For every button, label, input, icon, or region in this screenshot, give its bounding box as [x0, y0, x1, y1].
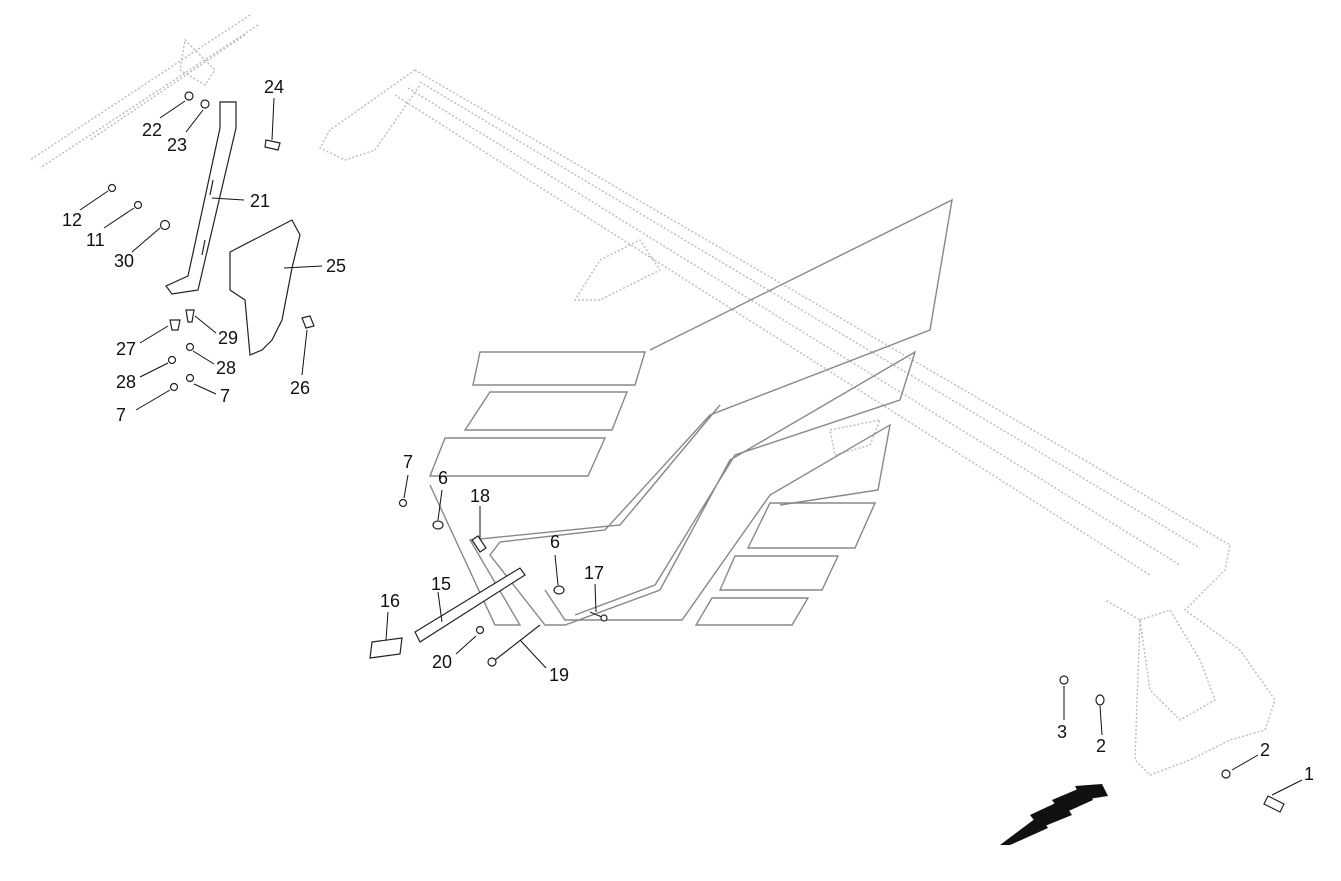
hardware — [107, 91, 1285, 813]
part-18-spring — [471, 535, 487, 553]
part-19-rod — [487, 624, 541, 667]
callout-23: 23 — [167, 135, 187, 155]
callout-26: 26 — [290, 378, 310, 398]
callout-7: 7 — [220, 386, 230, 406]
callout-7: 7 — [403, 452, 413, 472]
direction-arrow — [1000, 784, 1108, 845]
callout-16: 16 — [380, 591, 400, 611]
part-25-shield-plate — [229, 219, 301, 356]
callout-27: 27 — [116, 339, 136, 359]
part-17-bolt — [589, 611, 608, 622]
callout-7: 7 — [116, 405, 126, 425]
callout-12: 12 — [62, 210, 82, 230]
callout-labels: 1 2 2 3 6 6 7 7 7 11 12 15 16 17 18 19 2… — [62, 77, 1314, 784]
part-16-pad — [369, 637, 403, 659]
part-15-link-bar — [414, 567, 526, 643]
callout-3: 3 — [1057, 722, 1067, 742]
callout-29: 29 — [218, 328, 238, 348]
callout-6: 6 — [438, 468, 448, 488]
callout-24: 24 — [264, 77, 284, 97]
callout-30: 30 — [114, 251, 134, 271]
callout-6: 6 — [550, 532, 560, 552]
part-21-support-arm — [165, 101, 237, 295]
side-panels — [428, 198, 953, 626]
callout-1: 1 — [1304, 764, 1314, 784]
header-frame — [319, 69, 1276, 776]
callout-28: 28 — [116, 372, 136, 392]
callout-22: 22 — [142, 120, 162, 140]
callout-11: 11 — [86, 230, 105, 250]
leader-lines — [79, 97, 1303, 796]
callout-21: 21 — [250, 191, 270, 211]
callout-20: 20 — [432, 652, 452, 672]
callout-2: 2 — [1260, 740, 1270, 760]
callout-18: 18 — [470, 486, 490, 506]
callout-28: 28 — [216, 358, 236, 378]
callout-2: 2 — [1096, 736, 1106, 756]
callout-15: 15 — [431, 574, 451, 594]
callout-19: 19 — [549, 665, 569, 685]
callout-25: 25 — [326, 256, 346, 276]
callout-17: 17 — [584, 563, 604, 583]
reel-arm-frame — [29, 14, 259, 169]
